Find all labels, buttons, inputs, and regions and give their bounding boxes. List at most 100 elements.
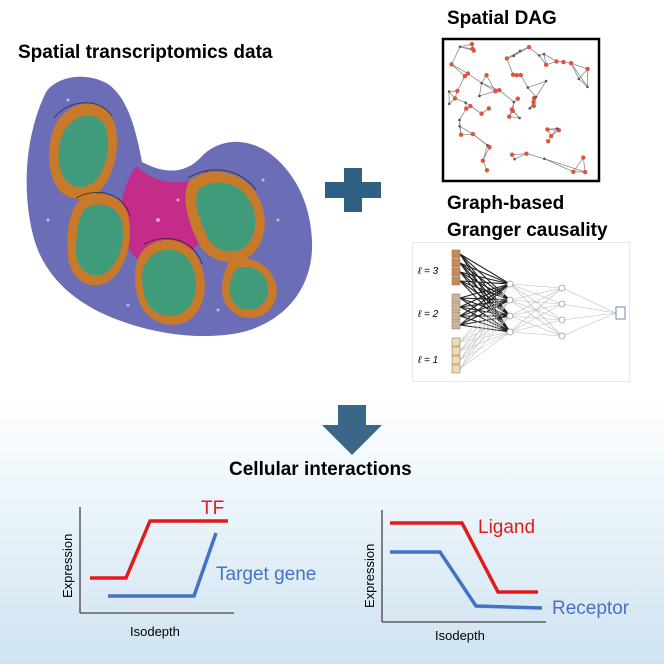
plus-icon [325, 168, 381, 212]
nn-edge [459, 283, 511, 370]
granger-network-diagram: ℓ = 3 ℓ = 2 ℓ = 1 [412, 242, 630, 382]
dag-node [484, 73, 489, 78]
nn-input-node [451, 267, 461, 277]
layer-label-3: ℓ = 3 [417, 266, 439, 277]
dag-edge [479, 83, 483, 97]
nn-edge [459, 253, 511, 301]
dag-node [458, 124, 461, 128]
nn-edge [459, 283, 511, 343]
dag-node [470, 46, 475, 52]
dag-node [470, 131, 476, 137]
dag-node [531, 100, 536, 105]
nn-edge [459, 299, 511, 326]
nn-edge [459, 283, 511, 361]
dag-node [509, 152, 515, 157]
dag-edge [570, 62, 588, 88]
dag-node [568, 61, 574, 66]
dag-edge [582, 157, 586, 173]
tf-target-plot: TF Target gene Isodepth Expression [60, 498, 316, 639]
nn-edge [459, 306, 511, 317]
dag-node [458, 132, 464, 137]
dag-node [543, 62, 549, 68]
granger-title-line1: Graph-based [447, 193, 565, 214]
dag-node [526, 86, 530, 89]
dag-node [512, 54, 516, 58]
receptor-curve [390, 550, 543, 610]
dag-node [458, 45, 462, 49]
nn-edge [459, 297, 511, 317]
dag-edge [527, 87, 537, 98]
spatial-dag-graph [441, 37, 601, 183]
bottom-background [0, 395, 664, 664]
nn-edge [561, 312, 617, 337]
dag-node [452, 96, 458, 101]
dag-node [507, 114, 512, 119]
nn-output-node [615, 306, 626, 320]
nn-hidden-node [558, 300, 566, 308]
ligand-receptor-plot: Ligand Receptor Isodepth Expression [362, 510, 630, 643]
nn-edge [459, 299, 511, 361]
dag-node [526, 44, 532, 50]
dag-node [549, 133, 554, 139]
nn-edge [509, 303, 563, 333]
nn-edge [459, 283, 511, 317]
nn-edge [459, 283, 511, 308]
nn-edge [459, 299, 511, 317]
nn-edge [459, 315, 511, 352]
y-axis-label: Expression [362, 544, 377, 608]
dag-edge [543, 53, 557, 62]
target-gene-label: Target gene [216, 564, 316, 585]
dag-node [504, 56, 510, 61]
nn-input-node [451, 320, 461, 330]
dag-node [571, 169, 576, 175]
dag-node [537, 54, 541, 57]
target-gene-curve [108, 532, 218, 598]
dag-node [542, 52, 546, 56]
nn-hidden-node [558, 284, 566, 292]
nn-edge [459, 280, 511, 285]
nn-edge [459, 315, 511, 343]
granger-title-line2: Granger causality [447, 220, 608, 241]
nn-edge [459, 253, 511, 285]
dag-edge [467, 73, 482, 84]
dag-node [544, 79, 548, 83]
layer-label-2: ℓ = 2 [417, 309, 439, 320]
dag-edge [486, 75, 496, 92]
dag-node [510, 72, 516, 77]
dag-edge [527, 80, 547, 88]
dag-node [479, 111, 484, 116]
nn-input-node [451, 346, 461, 356]
nn-input-node [451, 258, 461, 268]
tf-label: TF [201, 498, 224, 519]
dag-node [514, 72, 519, 78]
nn-edge [509, 287, 563, 333]
dag-node [524, 151, 529, 156]
dag-edge [578, 78, 588, 88]
dag-edge [526, 153, 545, 160]
dag-edge [544, 158, 586, 173]
cellular-interactions-title: Cellular interactions [229, 459, 412, 480]
dag-edge [499, 89, 515, 103]
dag-node [518, 72, 523, 78]
dag-edge [572, 157, 584, 173]
tf-curve [90, 519, 228, 580]
nn-edge [509, 331, 563, 337]
nn-edge [459, 253, 511, 317]
nn-edge [509, 287, 563, 317]
dag-node [555, 127, 559, 130]
nn-edge [459, 299, 511, 308]
dag-node [509, 107, 515, 112]
dag-node [480, 158, 486, 163]
dag-node [462, 74, 468, 79]
tissue-section-image [26, 76, 313, 337]
nn-edge [459, 297, 511, 301]
dag-node [518, 49, 522, 53]
nn-edge [459, 315, 511, 326]
nn-edge [459, 283, 511, 352]
nn-edge [459, 271, 511, 285]
dag-node [581, 155, 586, 160]
nn-edge [459, 262, 511, 285]
nn-hidden-node [558, 316, 566, 324]
nn-edge [459, 299, 511, 343]
x-axis-label: Isodepth [130, 624, 180, 639]
